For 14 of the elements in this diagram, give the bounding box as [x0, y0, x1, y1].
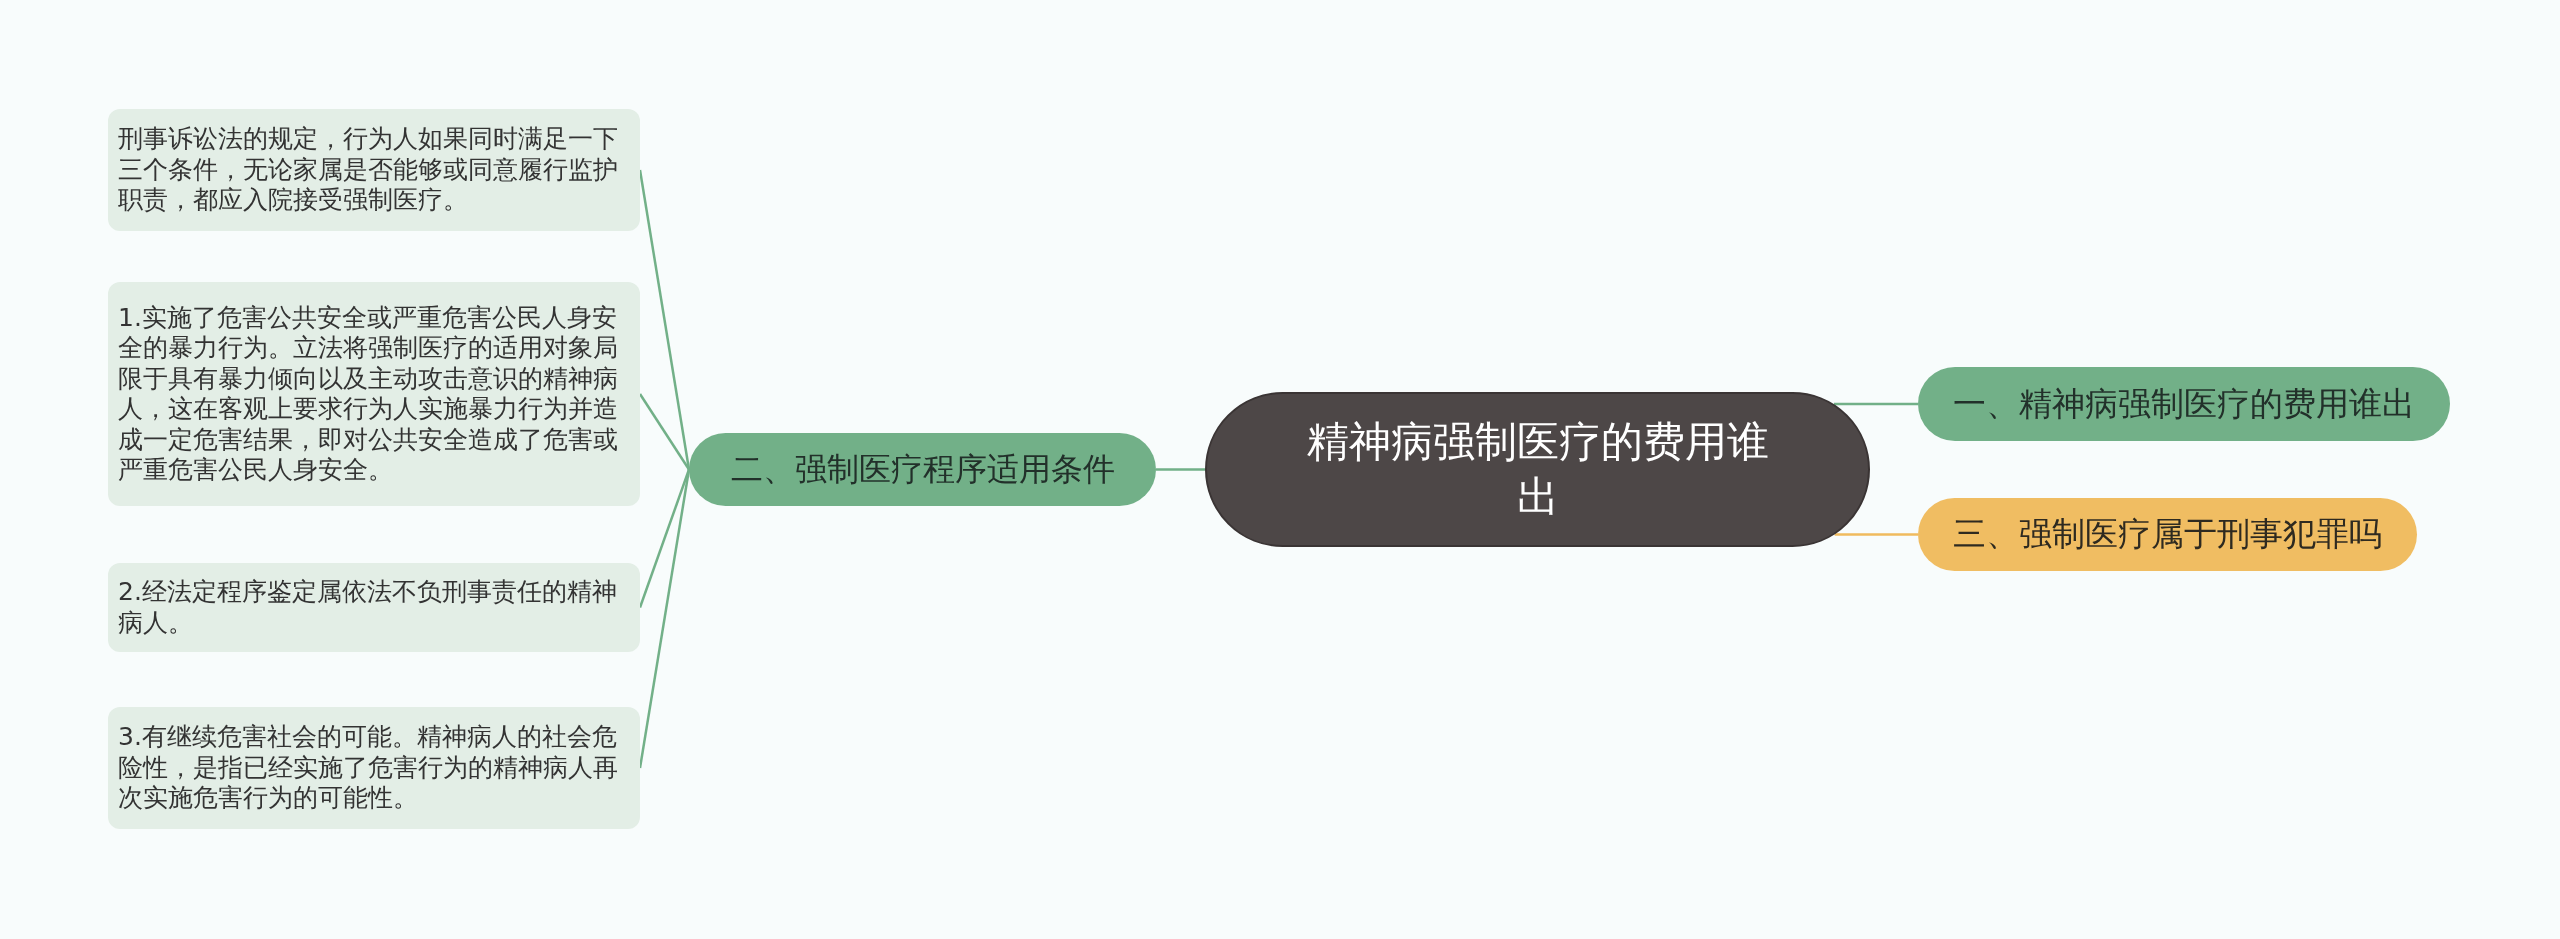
text-card: 1.实施了危害公共安全或严重危害公民人身安全的暴力行为。立法将强制医疗的适用对象局限于具有暴力倾向以及主动攻击意识的精神病人，这在客观上要求行为人实施暴力行为并造成一定危害结果，即对公共安全造成了危害或严重危害公民人身安全。 — [108, 282, 640, 506]
connector-line — [1156, 468, 1205, 471]
topic-box: 精神病强制医疗的费用谁出 — [1205, 392, 1870, 547]
text-card: 刑事诉讼法的规定，行为人如果同时满足一下三个条件，无论家属是否能够或同意履行监护职责，都应入院接受强制医疗。 — [108, 109, 640, 231]
connector-line — [1833, 402, 1918, 406]
branch-box: 二、强制医疗程序适用条件 — [689, 433, 1156, 506]
text-card: 2.经法定程序鉴定属依法不负刑事责任的精神病人。 — [108, 563, 640, 652]
text-card: 3.有继续危害社会的可能。精神病人的社会危险性，是指已经实施了危害行为的精神病人再次实施危害行为的可能性。 — [108, 707, 640, 829]
branch-box: 三、强制医疗属于刑事犯罪吗 — [1918, 498, 2417, 571]
branch-box: 一、精神病强制医疗的费用谁出 — [1918, 367, 2450, 441]
connector-line — [638, 393, 691, 471]
connector-line — [638, 469, 691, 769]
connector-line — [1834, 533, 1918, 536]
connector-line — [638, 469, 691, 608]
